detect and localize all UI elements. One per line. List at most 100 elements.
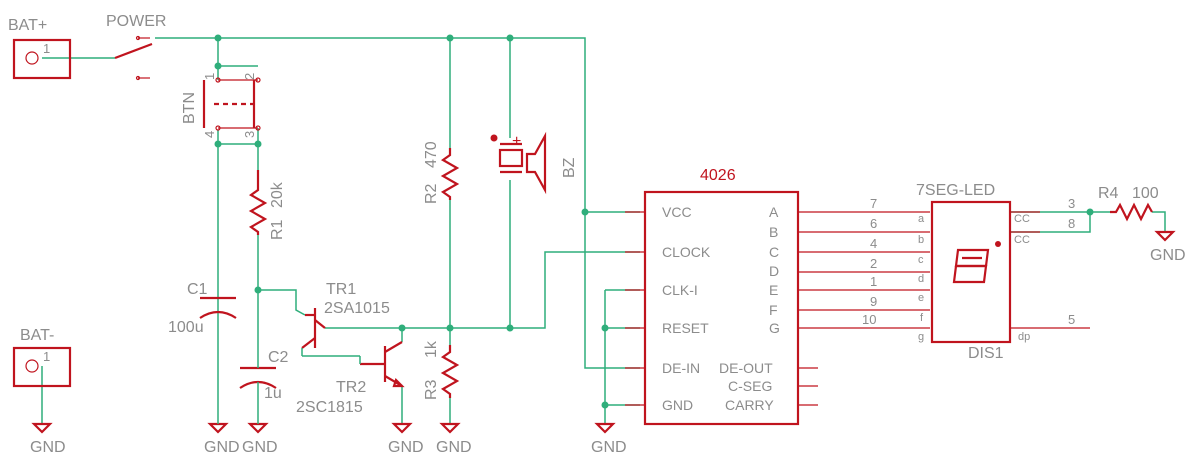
seg-pin-num: 4 (870, 236, 877, 251)
ic-pin-carry: CARRY (725, 397, 774, 413)
transistor-tr2: TR2 2SC1815 (296, 341, 405, 416)
resistor-r2: R2 470 (423, 141, 460, 204)
seg-pin-num: 7 (870, 196, 877, 211)
seg-label-a: a (918, 213, 925, 225)
ic-pin-de-in: DE-IN (662, 360, 700, 376)
resistor-r1: R1 20k (248, 170, 286, 240)
ic-pin-reset: RESET (662, 320, 709, 336)
ic-pin-d: D (769, 263, 779, 279)
bat-minus-pin: 1 (43, 349, 50, 364)
seg-pin-num: 10 (862, 312, 876, 327)
junction-dot (581, 208, 589, 216)
seg-pin-num: 1 (870, 274, 877, 289)
ic-pin-e: E (769, 282, 778, 298)
junction-dot (214, 62, 222, 70)
ic-pin-gnd: GND (662, 397, 693, 413)
button-pin-3: 3 (242, 131, 257, 138)
junction-dot (214, 140, 222, 148)
junction-dot (446, 324, 454, 332)
c1-name: C1 (187, 281, 208, 298)
junction-dot (446, 34, 454, 42)
seg-label-c: c (918, 254, 924, 266)
bat-minus-connector: BAT- 1 (12, 327, 72, 388)
gnd-label: GND (388, 439, 424, 456)
display-title: 7SEG-LED (916, 182, 995, 199)
power-switch-label: POWER (106, 13, 166, 30)
cc-label: CC (1014, 213, 1030, 225)
buzzer-plus: + (512, 133, 521, 150)
gnd-label: GND (591, 439, 627, 456)
c1-value: 100u (168, 319, 204, 336)
gnd-ic: GND (591, 422, 627, 456)
tr2-name: TR2 (336, 379, 366, 396)
button-label: BTN (181, 92, 198, 124)
ic-pin-clk-i: CLK-I (662, 282, 698, 298)
r2-value: 470 (423, 141, 440, 168)
display-name: DIS1 (968, 345, 1004, 362)
seg-label-e: e (918, 292, 924, 304)
wires (41, 37, 1166, 424)
cc-pin-num: 8 (1068, 216, 1075, 231)
gnd-label: GND (242, 439, 278, 456)
bat-minus-label: BAT- (20, 327, 54, 344)
junction-dot (506, 34, 514, 42)
ic-pin-clock: CLOCK (662, 244, 711, 260)
junction-dot (254, 140, 262, 148)
button-pin-1: 1 (202, 73, 217, 80)
seg-label-d: d (918, 273, 924, 285)
junction-dot (506, 324, 514, 332)
ic-pin-g: G (769, 320, 780, 336)
seg-pin-num: 6 (870, 216, 877, 231)
ic-pin-c-seg: C-SEG (728, 378, 772, 394)
gnd-c1: GND (204, 410, 240, 456)
c2-name: C2 (268, 349, 289, 366)
cc-label: CC (1014, 234, 1030, 246)
digit-glyph-icon (952, 241, 1001, 284)
r1-value: 20k (269, 181, 286, 208)
gnd-label: GND (30, 439, 66, 456)
resistor-r3: R3 1k (423, 340, 460, 400)
bat-plus-label: BAT+ (8, 17, 47, 34)
transistor-tr1: TR1 2SA1015 (301, 281, 390, 356)
ic-title: 4026 (700, 167, 736, 184)
bat-plus-connector: BAT+ 1 (8, 17, 72, 80)
ic-pin-de-out: DE-OUT (719, 360, 773, 376)
dp-label: dp (1018, 331, 1030, 343)
gnd-label: GND (204, 439, 240, 456)
capacitor-c1: C1 100u (168, 281, 237, 336)
junction-dot (214, 34, 222, 42)
capacitor-c2: C2 1u (239, 349, 289, 402)
ic-pin-b: B (769, 224, 778, 240)
gnd-tr2: GND (388, 422, 424, 456)
ic-pin-c: C (769, 244, 779, 260)
buzzer-polarity-dot (490, 134, 498, 142)
ic-pin-a: A (769, 204, 779, 220)
r4-value: 100 (1132, 185, 1159, 202)
r3-name: R3 (423, 379, 440, 400)
r4-name: R4 (1098, 185, 1119, 202)
junction-dot (601, 401, 609, 409)
button-pin-4: 4 (202, 131, 217, 138)
junctions (214, 34, 1094, 409)
push-button: BTN 1 2 4 3 (181, 73, 261, 138)
tr2-value: 2SC1815 (296, 399, 363, 416)
button-pin-2: 2 (242, 73, 257, 80)
r3-value: 1k (423, 340, 440, 358)
junction-dot (254, 286, 262, 294)
c2-value: 1u (264, 385, 282, 402)
ic-pin-vcc: VCC (662, 204, 692, 220)
gnd-label: GND (436, 439, 472, 456)
junction-dot (1086, 208, 1094, 216)
gnd-label: GND (1150, 247, 1186, 264)
seg-label-g: g (918, 331, 924, 343)
bat-plus-pin: 1 (43, 41, 50, 56)
r2-name: R2 (423, 183, 440, 204)
power-switch: POWER (106, 13, 166, 81)
seg-pin-num: 9 (870, 294, 877, 309)
junction-dot (601, 324, 609, 332)
seg-label-f: f (920, 312, 924, 324)
seven-segment-display: 7SEG-LED DIS1 a b c d e f g CC CC dp (916, 182, 1030, 362)
r1-name: R1 (269, 219, 286, 240)
junction-dot (398, 324, 406, 332)
